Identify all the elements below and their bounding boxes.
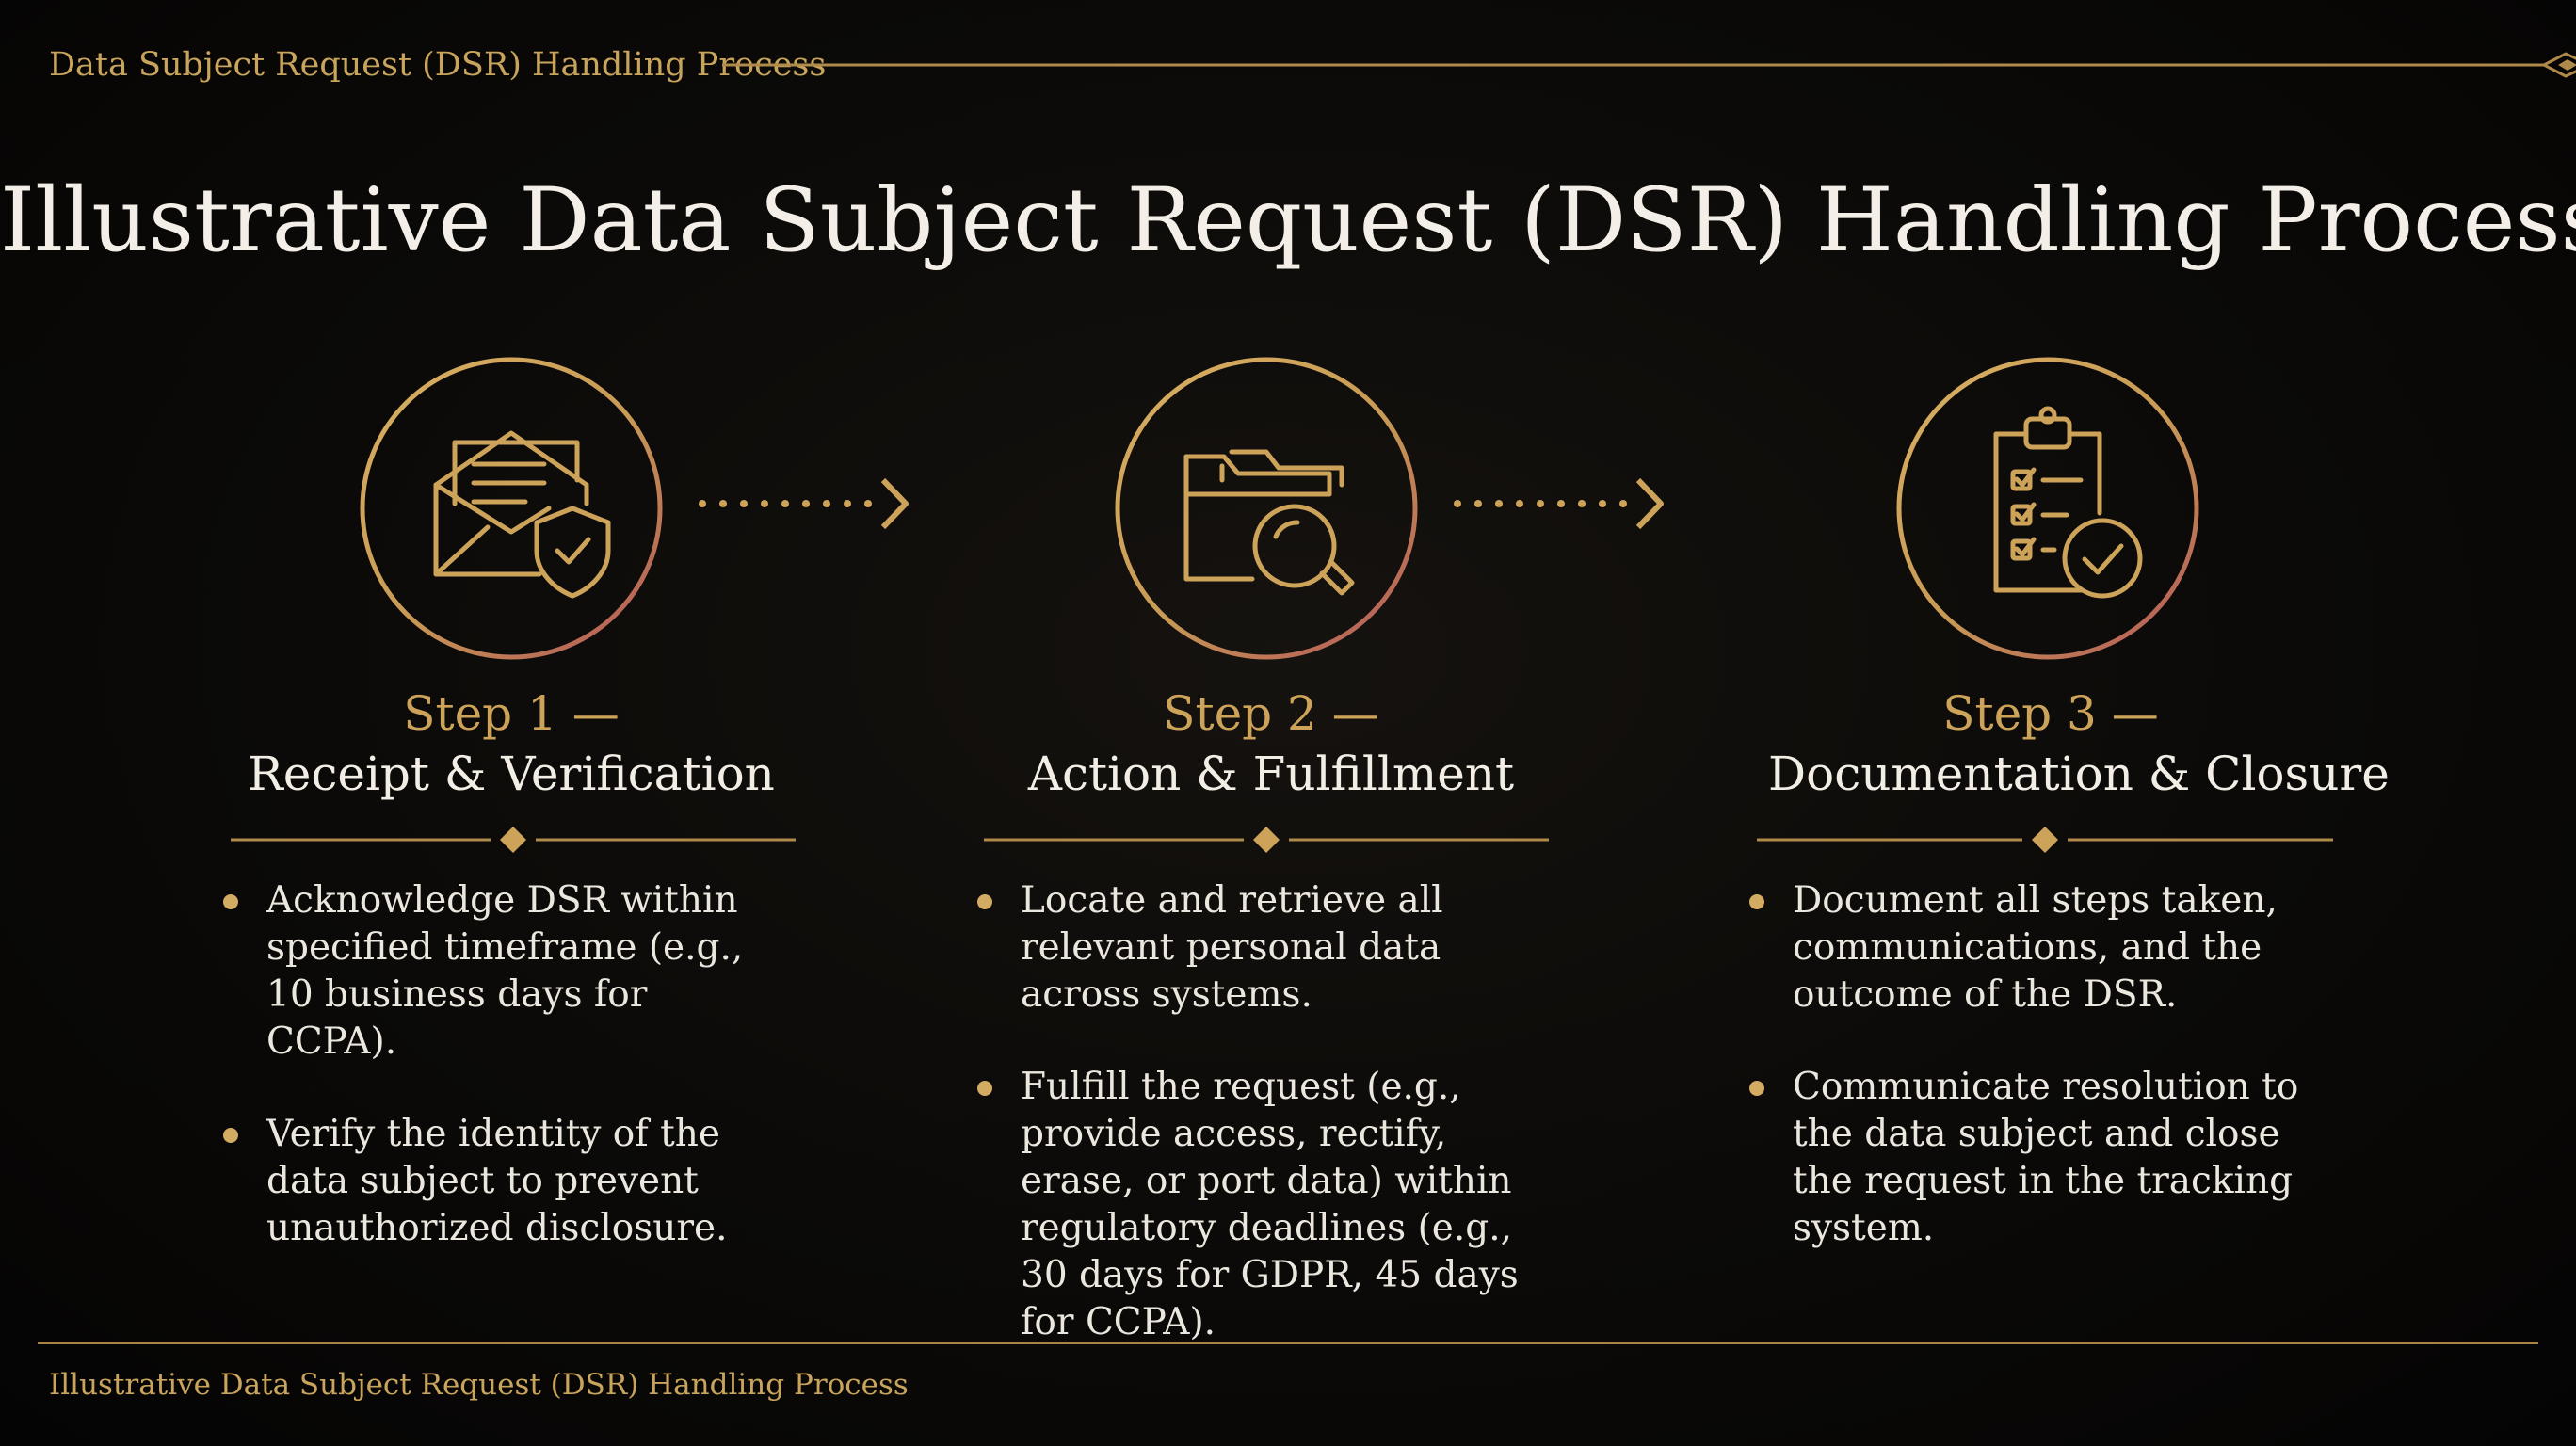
folder-search-icon <box>1183 449 1355 596</box>
step-1-name: Receipt & Verification <box>248 747 775 801</box>
step-2-number: Step 2 — <box>1163 686 1379 741</box>
step-1-divider <box>231 827 796 853</box>
step-2-divider <box>984 827 1549 853</box>
step-3-bullet-2: Communicate resolution to the data subje… <box>1749 1064 2314 1252</box>
step-2-icon-ring <box>1111 353 1422 664</box>
step-3-bullets: Document all steps taken, communications… <box>1749 877 2314 1297</box>
header-label: Data Subject Request (DSR) Handling Proc… <box>49 46 827 84</box>
step-2-heading: Step 2 — Action & Fulfillment <box>989 683 1554 803</box>
step-2-bullet-2: Fulfill the request (e.g., provide acces… <box>977 1064 1542 1346</box>
step-3-name: Documentation & Closure <box>1768 747 2390 801</box>
footer-label: Illustrative Data Subject Request (DSR) … <box>49 1368 909 1402</box>
step-3-number: Step 3 — <box>1942 686 2159 741</box>
step-3-divider <box>1757 827 2333 853</box>
step-2-bullets: Locate and retrieve all relevant persona… <box>977 877 1542 1391</box>
step-1-number: Step 1 — <box>403 686 620 741</box>
flow-arrow-2 <box>1454 477 1664 530</box>
step-1-bullets: Acknowledge DSR within specified timefra… <box>223 877 788 1297</box>
page-title: Illustrative Data Subject Request (DSR) … <box>0 169 2576 272</box>
step-2-bullet-1: Locate and retrieve all relevant persona… <box>977 877 1542 1019</box>
step-1-icon-ring <box>356 353 667 664</box>
clipboard-check-icon <box>1993 406 2143 599</box>
header-rule <box>722 52 2576 78</box>
envelope-shield-icon <box>433 430 611 599</box>
step-1-bullet-1: Acknowledge DSR within specified timefra… <box>223 877 788 1066</box>
flow-arrow-1 <box>699 477 909 530</box>
step-3-bullet-1: Document all steps taken, communications… <box>1749 877 2314 1019</box>
header-bar: Data Subject Request (DSR) Handling Proc… <box>49 41 2576 88</box>
step-3-heading: Step 3 — Documentation & Closure <box>1768 683 2390 803</box>
step-1-heading: Step 1 — Receipt & Verification <box>229 683 794 803</box>
step-2-name: Action & Fulfillment <box>1027 747 1515 801</box>
step-3-icon-ring <box>1892 353 2203 664</box>
footer-rule <box>38 1342 2538 1344</box>
step-1-bullet-2: Verify the identity of the data subject … <box>223 1111 788 1252</box>
